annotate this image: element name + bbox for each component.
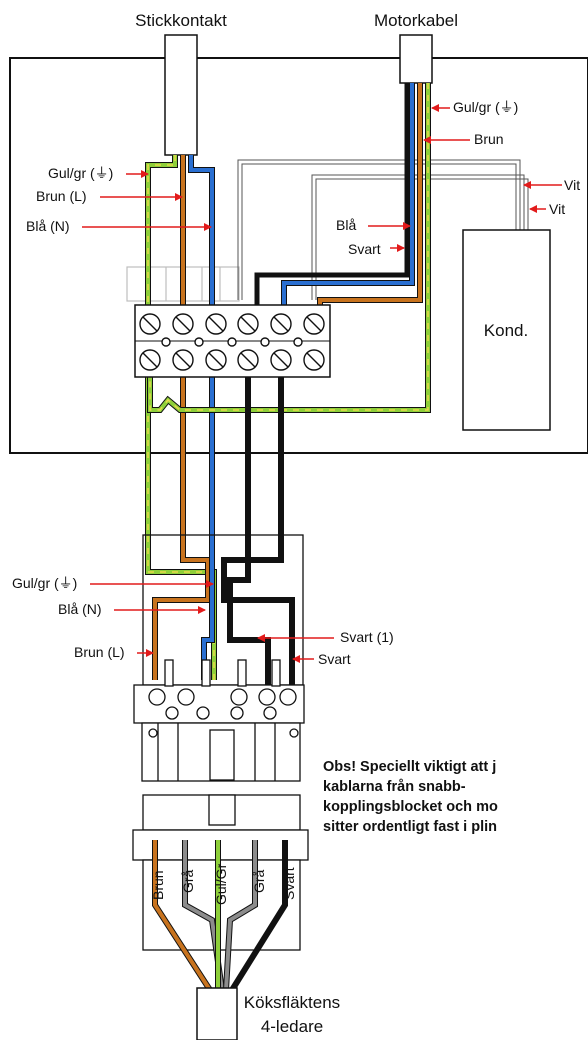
black-wire-1 [227,375,271,685]
label-lower-bla: Blå (N) [58,601,102,617]
motor-earth-wire [147,83,431,413]
note-line-4: sitter ordentligt fast i plin [323,819,498,835]
plug-cable-sheath [164,34,198,156]
black-wire-2 [221,375,295,685]
warning-note: Obs! Speciellt viktigt att j kablarna fr… [323,757,588,837]
wire-label-gra-1: Grå [180,869,196,893]
upper-terminal-block [134,304,331,378]
label-vit-1: Vit [564,177,580,193]
label-motor-svart: Svart [348,241,381,257]
fan-cable-sheath [196,987,238,1040]
note-line-3: kopplingsblocket och mo [323,799,498,815]
label-motor-brun: Brun [474,131,504,147]
capacitor-label: Kond. [484,321,528,340]
label-lower-brun: Brun (L) [74,644,125,660]
label-lower-svart1: Svart (1) [340,629,394,645]
plug-brown-wire [152,155,211,680]
wire-label-gulgr: Gul/Gr [213,863,229,905]
label-lower-gulgr: Gul/gr (⏚) [12,575,77,591]
motor-cable-title: Motorkabel [374,11,458,30]
motor-cable-sheath [399,34,433,84]
fan-brown-wire [152,840,213,992]
wire-label-brun: Brun [150,870,166,900]
quick-connect-screws [148,659,299,738]
label-motor-gulgr: Gul/gr (⏚) [453,99,518,115]
quick-connect-block [132,534,309,951]
note-line-2: kablarna från snabb- [323,779,466,795]
capacitor [462,229,551,431]
label-plug-brun: Brun (L) [36,188,87,204]
motor-black-wire [254,83,410,310]
fan-grey-wire-2 [223,840,258,991]
label-plug-gulgr: Gul/gr (⏚) [48,165,113,181]
fan-cable-title-1: Köksfläktens [244,993,340,1012]
label-lower-svart: Svart [318,651,351,667]
label-vit-2: Vit [549,201,565,217]
plug-blue-wire [188,155,215,680]
plug-title: Stickkontakt [135,11,227,30]
fan-cable-title-2: 4-ledare [261,1017,323,1036]
note-line-1: Obs! Speciellt viktigt att j [323,759,497,775]
fan-black-wire [229,840,288,992]
fan-enclosure [9,57,588,454]
label-plug-bla: Blå (N) [26,218,70,234]
label-motor-bla: Blå [336,217,356,233]
wire-label-gra-2: Grå [251,869,267,893]
motor-blue-wire [281,83,415,310]
wire-label-svart: Svart [281,867,297,900]
